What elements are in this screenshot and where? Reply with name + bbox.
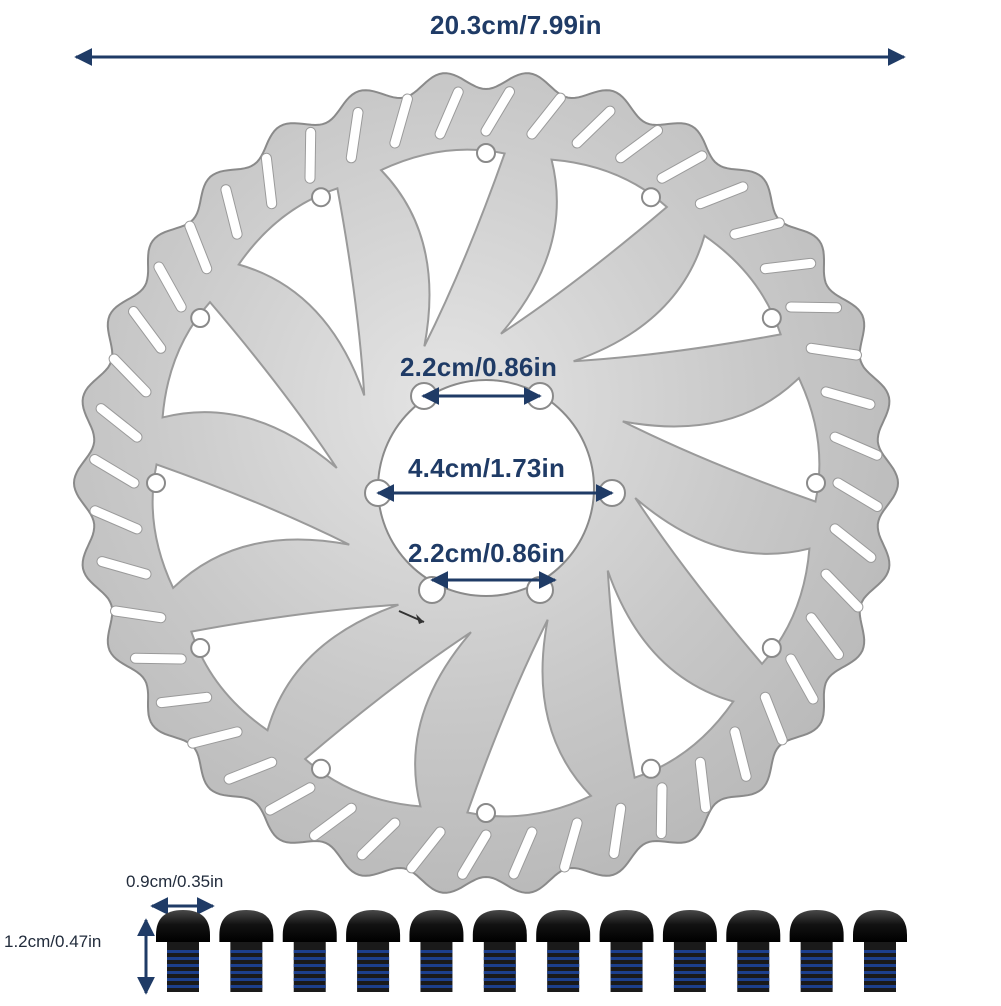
cooling-slot: [616, 126, 662, 163]
rim-hole: [190, 308, 211, 328]
cooling-slot: [730, 727, 751, 781]
rim-hole: [476, 143, 496, 163]
cooling-slot: [786, 654, 818, 704]
rim-hole: [311, 758, 331, 779]
cooling-slot: [224, 757, 277, 784]
cooling-slot: [821, 387, 875, 409]
bolt: [346, 910, 401, 992]
rotor-cutout: [634, 497, 811, 666]
bolt: [282, 910, 337, 992]
rim-hole: [761, 308, 782, 328]
rim-hole: [190, 638, 211, 658]
bolt: [536, 910, 591, 992]
cooling-slot: [560, 818, 582, 872]
cooling-slot: [90, 506, 142, 534]
bolt: [409, 910, 464, 992]
cooling-slot: [261, 153, 277, 209]
bolt: [853, 910, 907, 992]
center-hole-label: 4.4cm/1.73in: [408, 453, 566, 483]
cooling-slot: [527, 93, 565, 139]
cooling-slot: [730, 218, 784, 239]
cooling-slot: [96, 404, 142, 442]
rotor-cutout: [466, 619, 593, 818]
cooling-slot: [346, 108, 363, 163]
rim-hole: [146, 473, 166, 493]
cooling-slot: [265, 783, 315, 815]
rotor-cutout: [500, 158, 669, 335]
cooling-slot: [830, 432, 882, 460]
cooling-slot: [695, 757, 711, 813]
cooling-slot: [390, 94, 412, 148]
bolt: [599, 910, 654, 992]
rim-hole: [476, 803, 496, 823]
cooling-slot: [129, 307, 166, 353]
bolt: [472, 910, 527, 992]
cooling-slot: [509, 827, 537, 879]
cooling-slot: [695, 182, 748, 209]
rotor-cutout: [190, 603, 399, 732]
bolt-row: [156, 910, 907, 992]
rotor-diameter-label: 20.3cm/7.99in: [430, 10, 602, 40]
rotor-cutouts: [151, 148, 821, 818]
rotor-cutout: [606, 570, 735, 779]
rim-hole: [311, 187, 331, 208]
cooling-slot: [656, 783, 667, 839]
rotor-disc: [72, 72, 900, 894]
bolt: [789, 910, 844, 992]
rotor-cutout: [303, 631, 472, 808]
cooling-slot: [188, 727, 242, 748]
bolt: [219, 910, 274, 992]
cooling-slot: [833, 478, 882, 511]
cooling-slot: [481, 87, 514, 136]
cooling-slot: [458, 830, 491, 879]
rim-hole: [641, 758, 661, 779]
cooling-slot: [357, 818, 400, 860]
cooling-slot: [221, 185, 242, 239]
bolt: [156, 910, 210, 992]
rim-hole: [761, 638, 782, 658]
rotor-cutout: [573, 234, 782, 363]
cooling-slot: [657, 151, 707, 183]
bolt-spacing-upper-label: 2.2cm/0.86in: [400, 352, 558, 382]
cooling-slot: [111, 606, 166, 623]
bolt-length-label: 1.2cm/0.47in: [4, 932, 102, 951]
rim-hole: [806, 473, 826, 493]
cooling-slot: [806, 343, 861, 360]
cooling-slot: [154, 262, 186, 312]
bolt: [726, 910, 781, 992]
rotor-cutout: [379, 148, 506, 347]
rim-hole: [641, 187, 661, 208]
cooling-slot: [305, 127, 316, 183]
rotor-cutout: [237, 187, 366, 396]
cooling-slot: [806, 613, 843, 659]
cooling-slot: [786, 302, 842, 313]
rotor-cutout: [161, 300, 338, 469]
cooling-slot: [310, 803, 356, 840]
bolt-width-label: 0.9cm/0.35in: [126, 872, 224, 891]
rotor-cooling-slots: [89, 86, 883, 880]
cooling-slot: [760, 258, 816, 274]
bolt: [662, 910, 717, 992]
cooling-slot: [185, 221, 212, 274]
cooling-slot: [97, 557, 151, 579]
cooling-slot: [572, 106, 615, 148]
cooling-slot: [109, 354, 151, 397]
cooling-slot: [609, 803, 626, 858]
rotor-cutout: [151, 463, 350, 590]
cooling-slot: [90, 455, 139, 488]
bolt-spacing-lower-label: 2.2cm/0.86in: [408, 538, 566, 568]
cooling-slot: [760, 692, 787, 745]
cooling-slot: [821, 569, 863, 612]
cooling-slot: [407, 827, 445, 873]
cooling-slot: [156, 692, 212, 708]
cooling-slot: [830, 524, 876, 562]
rotor-cutout: [622, 376, 821, 503]
cooling-slot: [130, 653, 186, 664]
cooling-slot: [435, 87, 463, 139]
